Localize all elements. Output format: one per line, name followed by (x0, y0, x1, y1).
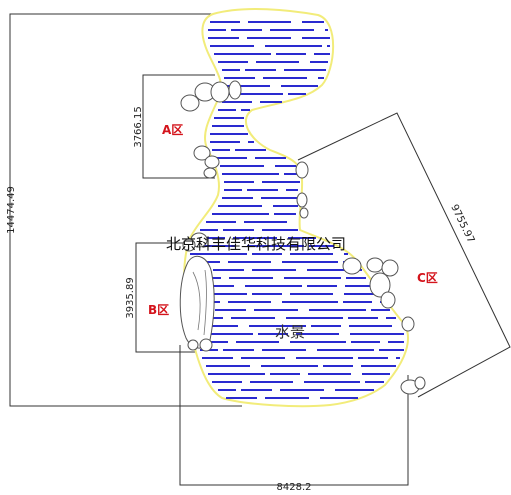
rock (366, 257, 384, 273)
dimension-frames (9, 13, 511, 486)
zone-c-label: C区 (417, 271, 438, 285)
rock-cluster-b (179, 232, 215, 352)
rock (180, 94, 200, 112)
rock-cluster-a (180, 80, 242, 179)
rock (204, 155, 220, 169)
zone-labels: A区 B区 C区 (148, 123, 438, 317)
rock (199, 338, 213, 352)
rock (210, 81, 230, 103)
rock (295, 161, 309, 179)
rockery (179, 80, 426, 395)
zone-a-dimension: 3766.15 (133, 106, 144, 147)
water-feature-label: 水景 (275, 323, 305, 341)
rock (187, 339, 199, 351)
rock (380, 291, 396, 309)
rock (228, 80, 242, 100)
zone-a-frame (142, 74, 215, 179)
rock (381, 259, 399, 277)
rock-cluster-c (342, 257, 426, 395)
rock (203, 167, 217, 179)
pond-outline (183, 8, 410, 408)
bottom-width-dimension: 8428.2 (277, 482, 312, 493)
zone-c-frame (297, 112, 511, 398)
bottom-width-frame (179, 345, 409, 486)
rock (179, 255, 215, 349)
total-height-frame (9, 13, 242, 407)
rock (193, 145, 211, 161)
rock (401, 316, 415, 332)
zone-c-dimension: 9755.97 (448, 203, 476, 245)
rock (414, 376, 426, 390)
company-name: 北京科丰佳华科技有限公司 (166, 235, 346, 253)
zone-b-frame (135, 242, 200, 353)
rock (296, 192, 308, 208)
zone-b-label: B区 (148, 303, 169, 317)
rock (342, 257, 362, 275)
rock (369, 272, 391, 298)
rock (299, 207, 309, 219)
water-ripples (190, 21, 404, 399)
water-feature (183, 8, 410, 408)
zone-b-dimension: 3935.89 (125, 277, 136, 318)
zone-a-label: A区 (162, 123, 183, 137)
rock (182, 238, 196, 252)
rock-cluster-mid (295, 161, 309, 219)
total-height-dimension: 14474.49 (6, 186, 17, 234)
